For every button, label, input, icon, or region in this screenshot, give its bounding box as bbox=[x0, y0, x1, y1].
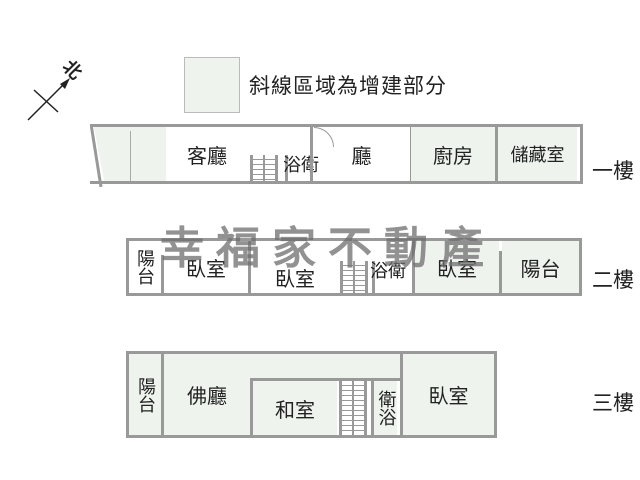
floor-3-room-bath: 衛浴 bbox=[374, 381, 397, 435]
floor-1-wall bbox=[310, 127, 313, 181]
floor-3-wall bbox=[371, 381, 374, 435]
floor-3-room-balcony: 陽台 bbox=[129, 354, 161, 435]
floor-3-label: 三樓 bbox=[592, 391, 634, 415]
floor-2-wall bbox=[412, 241, 415, 293]
floor-2-stairs bbox=[340, 261, 368, 293]
floor-1-room-living: 客廳 bbox=[187, 143, 227, 168]
floor-3-wall bbox=[250, 378, 253, 435]
floor-1-wall bbox=[495, 127, 498, 181]
floor-2-room-bedroom-1: 臥室 bbox=[186, 256, 226, 281]
north-arrow-icon bbox=[27, 78, 70, 121]
floor-2-room-bath: 衛浴 bbox=[367, 261, 406, 279]
floor-2-room-balcony-west: 陽台 bbox=[134, 249, 155, 285]
floor-2-room-balcony-east: 陽台 bbox=[502, 241, 579, 293]
floor-2-label: 二樓 bbox=[592, 268, 634, 292]
floor-2-plan: 陽台 臥室 臥室 衛浴 臥室 陽台 bbox=[126, 238, 582, 296]
floor-1-wall bbox=[410, 127, 411, 181]
floor-3-stairs bbox=[339, 381, 367, 435]
floor-3-wall bbox=[161, 354, 164, 435]
floor-3-wall bbox=[400, 354, 403, 435]
compass bbox=[24, 60, 94, 125]
floor-3-room-buddha-hall: 佛廳 bbox=[164, 354, 250, 435]
floor-2-wall bbox=[372, 261, 375, 293]
floor-1-room-bath: 衛浴 bbox=[280, 155, 319, 173]
floor-3-plan: 陽台 佛廳 和室 衛浴 臥室 bbox=[126, 351, 497, 438]
floor-2-room-bedroom-2: 臥室 bbox=[275, 266, 315, 291]
floor-2-wall bbox=[248, 241, 251, 293]
floor-1-room-hall: 廳 bbox=[351, 143, 372, 168]
floor-3-room-strip bbox=[250, 354, 400, 378]
floor-3-room-bedroom: 臥室 bbox=[403, 354, 494, 435]
floor-1-wall bbox=[285, 155, 288, 181]
floor-1-slanted-wall bbox=[90, 124, 103, 187]
floor-2-wall bbox=[499, 251, 502, 293]
floor-1-label: 一樓 bbox=[592, 159, 634, 183]
floor-1-window bbox=[130, 131, 131, 181]
legend-swatch bbox=[184, 57, 240, 113]
floor-2-wall bbox=[161, 255, 164, 293]
legend-text: 斜線區域為增建部分 bbox=[249, 74, 447, 98]
floor-1-plan: 客廳 衛浴 廳 廚房 儲藏室 bbox=[90, 124, 583, 187]
floor-2-room-bedroom-3: 臥室 bbox=[415, 241, 499, 293]
watermark: 幸福家不動產 bbox=[160, 223, 496, 274]
floor-1-room-storage: 儲藏室 bbox=[498, 127, 577, 181]
floor-3-wall bbox=[250, 378, 400, 381]
floor-1-room-kitchen: 廚房 bbox=[411, 127, 495, 181]
floor-3-room-tatami: 和室 bbox=[253, 381, 337, 435]
floor-1-stairs bbox=[250, 155, 278, 181]
